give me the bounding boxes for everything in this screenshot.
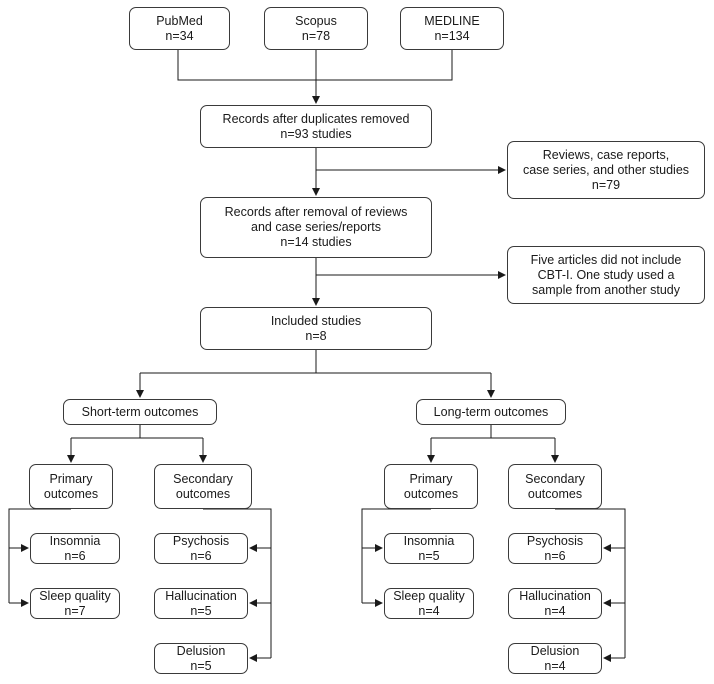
- source-merge-line: [177, 50, 453, 81]
- records-after-reviews-box: Records after removal of reviews and cas…: [200, 197, 432, 258]
- st-insomnia-count: n=6: [64, 548, 86, 563]
- lt-sleep-quality-box: Sleep quality n=4: [384, 588, 474, 619]
- st-delusion-count: n=5: [190, 658, 212, 673]
- included-studies-box: Included studies n=8: [200, 307, 432, 350]
- long-term-label: Long-term outcomes: [433, 404, 549, 419]
- lt-secondary-line2: outcomes: [527, 486, 583, 501]
- lt-psychosis-box: Psychosis n=6: [508, 533, 602, 564]
- lt-delusion-count: n=4: [544, 658, 566, 673]
- lt-secondary-line1: Secondary: [525, 471, 585, 486]
- short-term-outcomes-box: Short-term outcomes: [63, 399, 217, 425]
- lt-hallucination-box: Hallucination n=4: [508, 588, 602, 619]
- excluded-reviews-line1: Reviews, case reports,: [542, 147, 670, 162]
- st-hallucination-box: Hallucination n=5: [154, 588, 248, 619]
- records-after-duplicates-box: Records after duplicates removed n=93 st…: [200, 105, 432, 148]
- scopus-box: Scopus n=78: [264, 7, 368, 50]
- excluded-reviews-box: Reviews, case reports, case series, and …: [507, 141, 705, 199]
- included-label: Included studies: [270, 313, 362, 328]
- scopus-count: n=78: [301, 28, 331, 43]
- lt-delusion-box: Delusion n=4: [508, 643, 602, 674]
- lt-secondary-outcomes-box: Secondary outcomes: [508, 464, 602, 509]
- st-primary-line1: Primary: [49, 471, 93, 486]
- records-rev-line1: Records after removal of reviews: [224, 205, 408, 219]
- lt-insomnia-label: Insomnia: [403, 533, 455, 548]
- excluded-articles-line3: sample from another study: [532, 282, 680, 297]
- medline-box: MEDLINE n=134: [400, 7, 504, 50]
- scopus-label: Scopus: [295, 13, 337, 28]
- lt-delusion-label: Delusion: [530, 643, 580, 658]
- lt-insomnia-count: n=5: [418, 548, 440, 563]
- st-secondary-outcomes-box: Secondary outcomes: [154, 464, 252, 509]
- lt-halluc-label: Hallucination: [519, 588, 591, 603]
- lt-sleep-label: Sleep quality: [393, 588, 465, 603]
- st-insomnia-box: Insomnia n=6: [30, 533, 120, 564]
- st-secondary-line1: Secondary: [173, 471, 233, 486]
- short-term-label: Short-term outcomes: [81, 404, 199, 419]
- excluded-reviews-count: n=79: [591, 177, 621, 192]
- st-psychosis-label: Psychosis: [172, 533, 230, 548]
- st-secondary-bracket: [203, 508, 272, 658]
- st-primary-outcomes-box: Primary outcomes: [29, 464, 113, 509]
- lt-insomnia-box: Insomnia n=5: [384, 533, 474, 564]
- st-sleep-quality-box: Sleep quality n=7: [30, 588, 120, 619]
- lt-primary-bracket: [361, 508, 431, 603]
- lt-psychosis-label: Psychosis: [526, 533, 584, 548]
- st-primary-line2: outcomes: [43, 486, 99, 501]
- excluded-articles-box: Five articles did not include CBT-I. One…: [507, 246, 705, 304]
- excluded-articles-line1: Five articles did not include: [530, 252, 682, 267]
- lt-primary-line2: outcomes: [403, 486, 459, 501]
- pubmed-label: PubMed: [156, 13, 203, 28]
- st-halluc-count: n=5: [190, 603, 212, 618]
- lt-secondary-bracket: [555, 508, 626, 658]
- st-delusion-label: Delusion: [176, 643, 226, 658]
- medline-count: n=134: [434, 28, 470, 43]
- long-term-outcomes-box: Long-term outcomes: [416, 399, 566, 425]
- medline-label: MEDLINE: [424, 13, 480, 28]
- records-rev-count: n=14 studies: [280, 235, 352, 249]
- records-dup-label: Records after duplicates removed: [222, 111, 410, 126]
- pubmed-box: PubMed n=34: [129, 7, 230, 50]
- records-rev-line2: and case series/reports: [251, 220, 381, 234]
- st-primary-bracket: [8, 508, 71, 603]
- lt-primary-line1: Primary: [409, 471, 453, 486]
- excluded-reviews-line2: case series, and other studies: [522, 162, 690, 177]
- st-delusion-box: Delusion n=5: [154, 643, 248, 674]
- included-count: n=8: [305, 328, 327, 343]
- lt-psychosis-count: n=6: [544, 548, 566, 563]
- st-insomnia-label: Insomnia: [49, 533, 101, 548]
- lt-halluc-count: n=4: [544, 603, 566, 618]
- lt-primary-outcomes-box: Primary outcomes: [384, 464, 478, 509]
- lt-sleep-count: n=4: [418, 603, 440, 618]
- st-sleep-label: Sleep quality: [39, 588, 111, 603]
- st-psychosis-count: n=6: [190, 548, 212, 563]
- excluded-articles-line2: CBT-I. One study used a: [537, 267, 675, 282]
- st-halluc-label: Hallucination: [165, 588, 237, 603]
- st-sleep-count: n=7: [64, 603, 86, 618]
- st-psychosis-box: Psychosis n=6: [154, 533, 248, 564]
- records-dup-count: n=93 studies: [280, 126, 352, 141]
- st-secondary-line2: outcomes: [175, 486, 231, 501]
- pubmed-count: n=34: [165, 28, 194, 43]
